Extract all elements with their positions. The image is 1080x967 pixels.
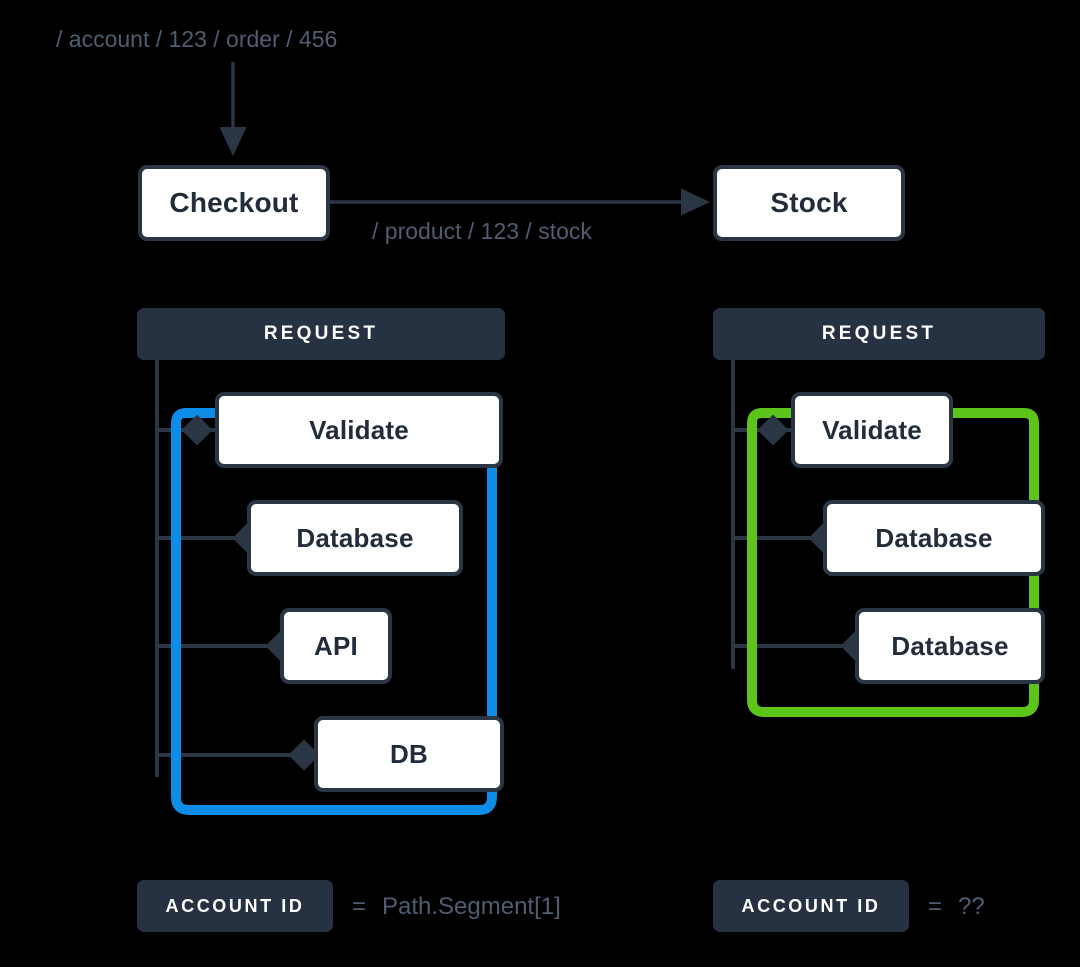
right-request-header-label: REQUEST	[821, 323, 937, 344]
right-account-id-value: ??	[958, 893, 985, 920]
left-account-id-value: Path.Segment[1]	[382, 893, 561, 920]
service-node-checkout[interactable]: Checkout	[138, 165, 330, 241]
right-account-id-badge: ACCOUNT ID	[713, 880, 909, 932]
service-node-checkout-label: Checkout	[169, 187, 299, 218]
right-step-validate[interactable]: Validate	[791, 392, 953, 468]
left-step-database-label: Database	[296, 522, 414, 553]
service-node-stock-label: Stock	[770, 187, 848, 218]
left-step-validate-label: Validate	[309, 414, 409, 445]
left-step-db[interactable]: DB	[314, 716, 504, 792]
left-step-api-label: API	[314, 630, 358, 661]
right-step-database-1-label: Database	[875, 522, 993, 553]
left-step-database[interactable]: Database	[247, 500, 463, 576]
left-step-validate[interactable]: Validate	[215, 392, 503, 468]
left-request-header: REQUEST	[137, 308, 505, 360]
right-step-validate-label: Validate	[822, 414, 922, 445]
service-node-stock[interactable]: Stock	[713, 165, 905, 241]
right-step-database-2-label: Database	[891, 630, 1009, 661]
left-step-api[interactable]: API	[280, 608, 392, 684]
left-request-header-label: REQUEST	[263, 323, 379, 344]
left-account-id-equals: =	[352, 893, 367, 920]
right-step-database-2[interactable]: Database	[855, 608, 1045, 684]
incoming-path-label: / account / 123 / order / 456	[56, 26, 338, 52]
left-account-id-badge-label: ACCOUNT ID	[165, 895, 305, 916]
right-account-id-equals: =	[928, 893, 943, 920]
right-account-id-badge-label: ACCOUNT ID	[741, 895, 881, 916]
outgoing-path-label: / product / 123 / stock	[372, 218, 592, 244]
left-panel-highlight-path	[171, 408, 497, 815]
left-account-id-badge: ACCOUNT ID	[137, 880, 333, 932]
left-step-db-label: DB	[390, 738, 428, 769]
right-step-database-1[interactable]: Database	[823, 500, 1045, 576]
right-request-header: REQUEST	[713, 308, 1045, 360]
right-panel-highlight-path	[747, 408, 1039, 717]
